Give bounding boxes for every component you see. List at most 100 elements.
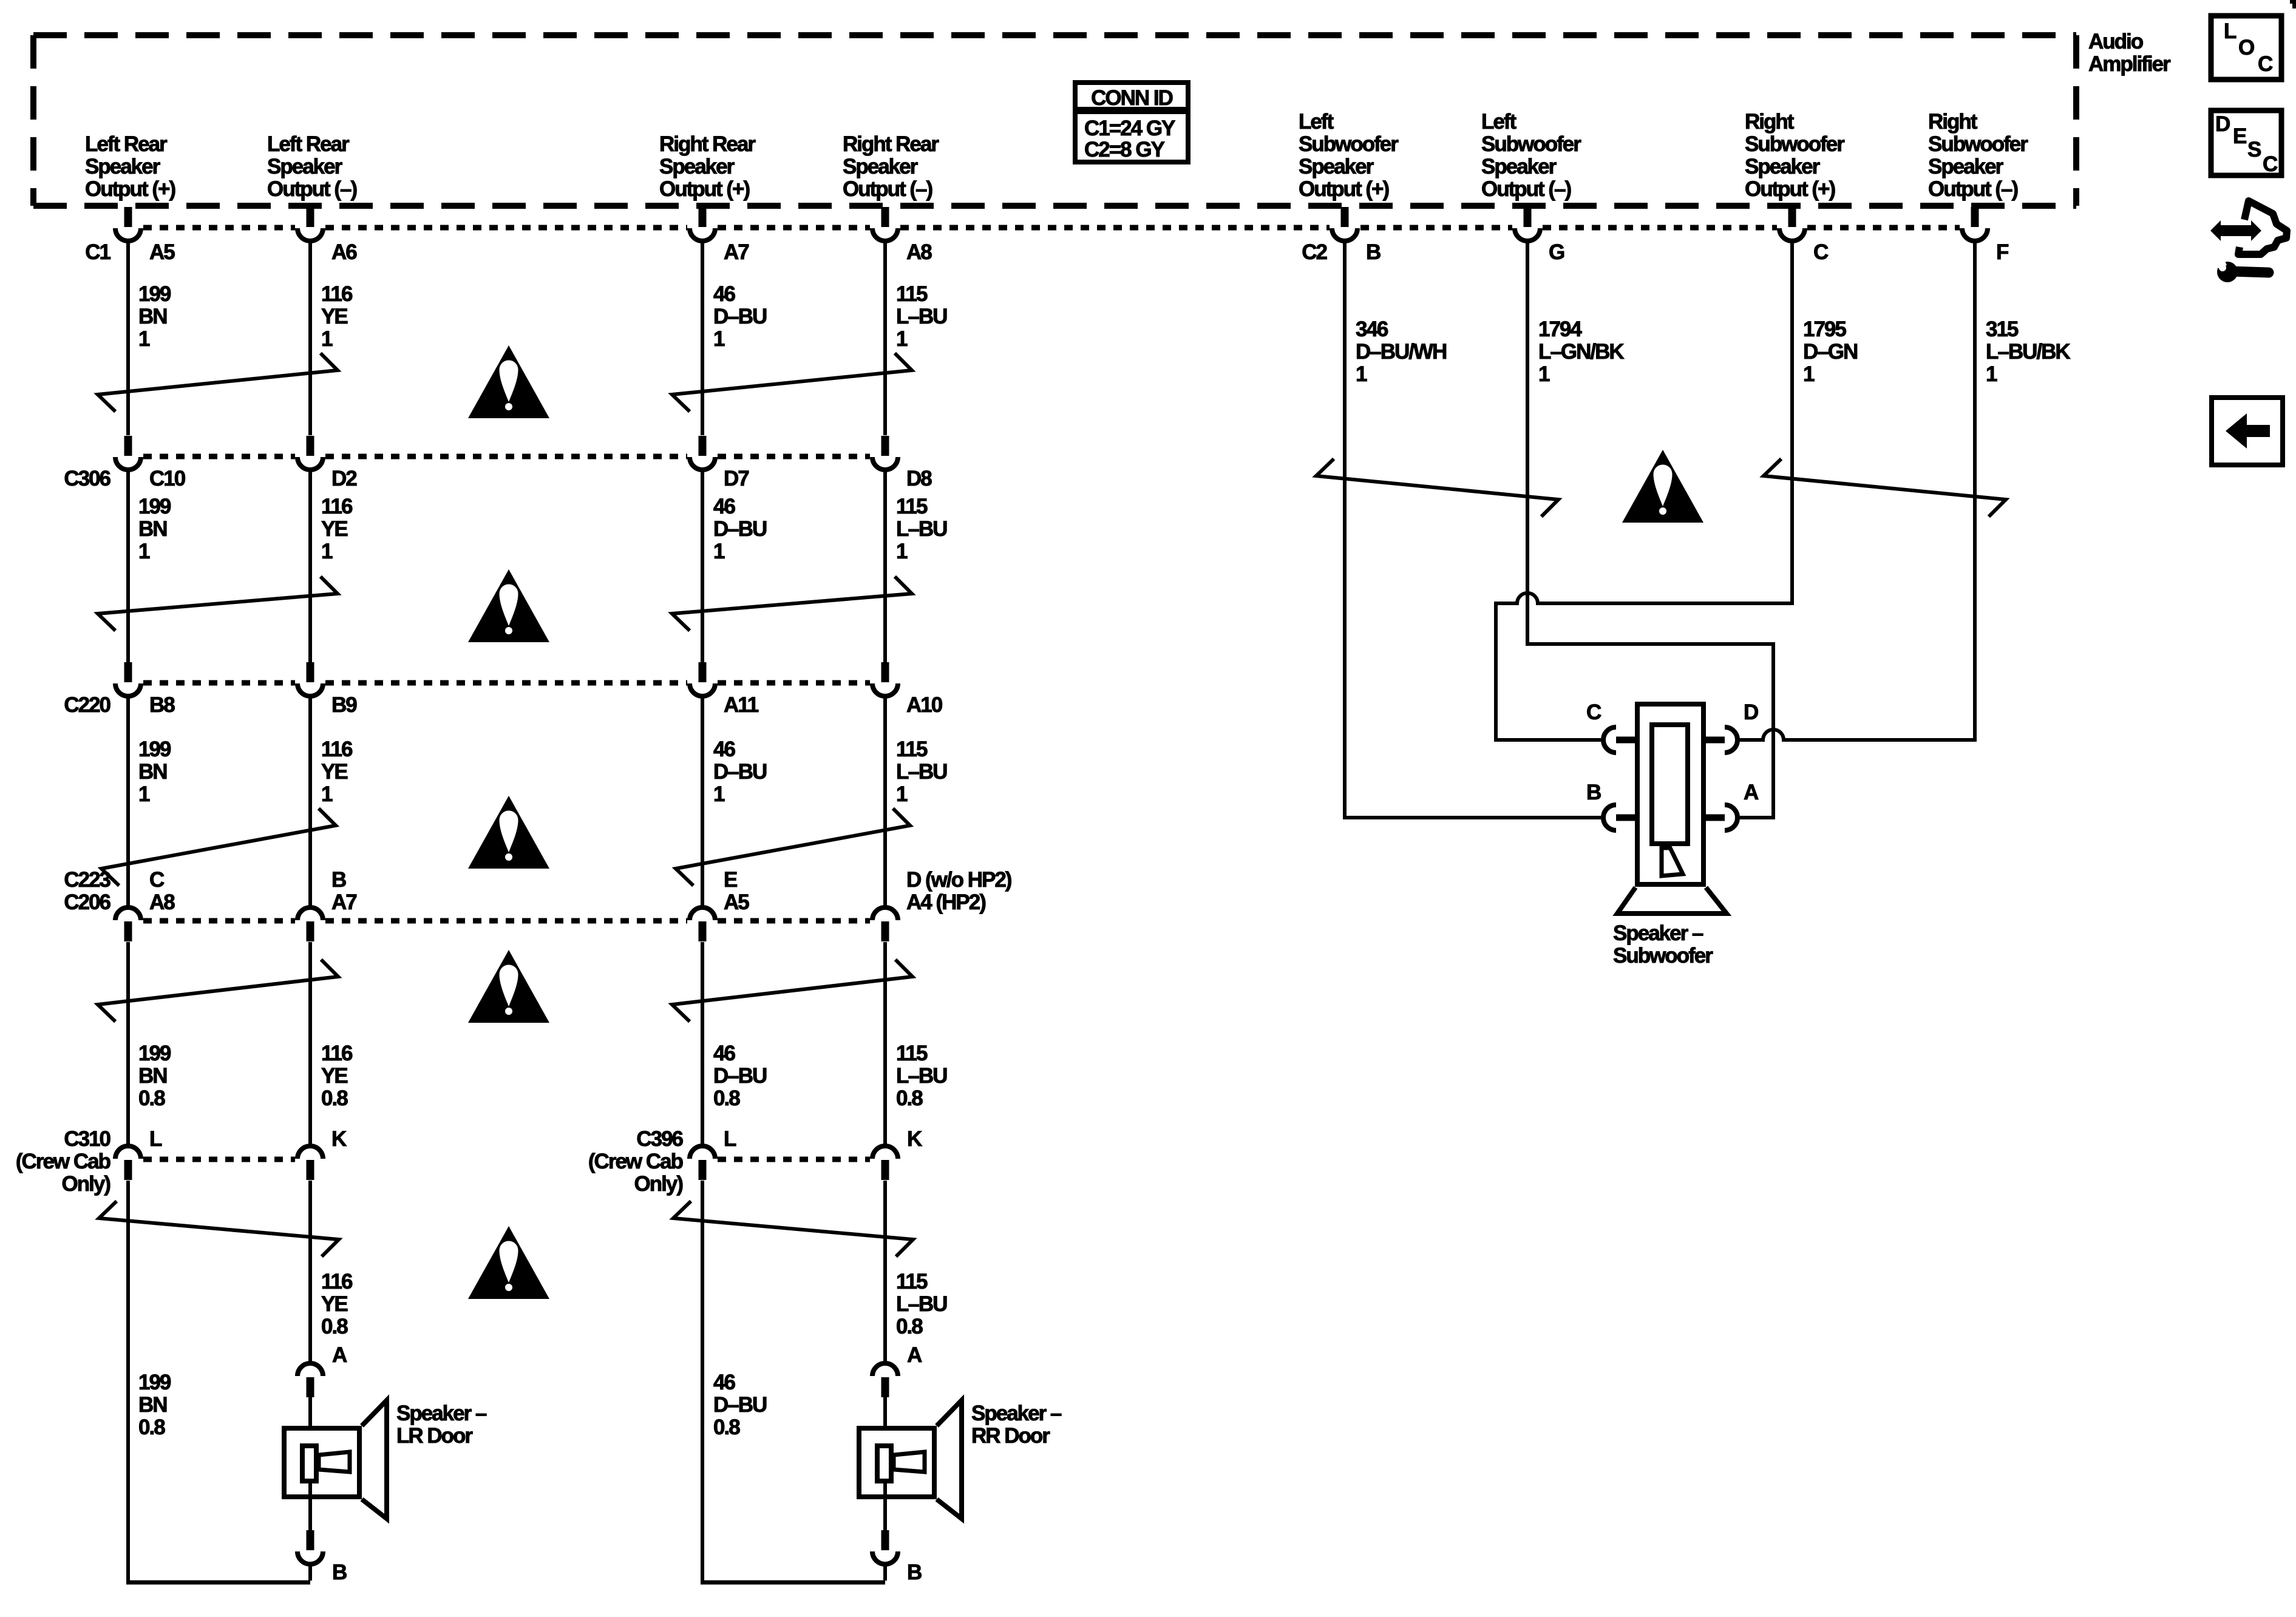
svg-text:Output (–): Output (–): [1928, 177, 2018, 201]
svg-text:Left: Left: [1299, 110, 1334, 134]
svg-text:1: 1: [1356, 362, 1367, 386]
svg-text:1: 1: [1986, 362, 1997, 386]
svg-text:YE: YE: [321, 517, 347, 541]
svg-text:A7: A7: [724, 240, 749, 264]
svg-text:1: 1: [321, 327, 333, 351]
svg-text:D–BU/WH: D–BU/WH: [1356, 340, 1446, 364]
svg-text:199: 199: [138, 737, 171, 761]
svg-text:115: 115: [896, 282, 928, 306]
svg-text:Output (–): Output (–): [843, 177, 932, 201]
svg-text:115: 115: [896, 737, 928, 761]
svg-text:Left Rear: Left Rear: [267, 132, 350, 156]
svg-text:A7: A7: [331, 890, 356, 914]
svg-text:Right Rear: Right Rear: [659, 132, 756, 156]
svg-text:C2=8 GY: C2=8 GY: [1084, 138, 1165, 161]
svg-text:C10: C10: [149, 467, 186, 490]
svg-text:C1=24 GY: C1=24 GY: [1084, 117, 1175, 140]
svg-text:K: K: [907, 1127, 922, 1151]
svg-text:46: 46: [713, 282, 735, 306]
svg-text:1: 1: [896, 782, 908, 806]
svg-text:115: 115: [896, 1270, 928, 1293]
svg-text:346: 346: [1356, 317, 1388, 341]
svg-text:Subwoofer: Subwoofer: [1745, 132, 1845, 156]
svg-text:Speaker –: Speaker –: [396, 1402, 487, 1425]
svg-text:RR Door: RR Door: [971, 1424, 1050, 1448]
svg-text:Output (–): Output (–): [1481, 177, 1571, 201]
svg-text:B: B: [332, 1561, 347, 1584]
svg-text:B8: B8: [149, 693, 175, 717]
svg-text:D–BU: D–BU: [713, 305, 767, 328]
svg-text:A8: A8: [906, 240, 932, 264]
svg-text:BN: BN: [138, 1064, 167, 1088]
svg-text:Right: Right: [1745, 110, 1795, 134]
svg-text:C396: C396: [636, 1127, 683, 1151]
svg-text:D–BU: D–BU: [713, 517, 767, 541]
svg-text:L–BU: L–BU: [896, 1064, 947, 1088]
svg-text:46: 46: [713, 1371, 735, 1394]
svg-text:Right Rear: Right Rear: [843, 132, 939, 156]
svg-text:C1: C1: [85, 240, 110, 264]
svg-text:A10: A10: [906, 693, 943, 717]
svg-text:199: 199: [138, 282, 171, 306]
svg-text:0.8: 0.8: [713, 1415, 740, 1439]
svg-text:D–BU: D–BU: [713, 760, 767, 784]
svg-text:C: C: [2258, 52, 2273, 76]
svg-text:C220: C220: [64, 693, 110, 717]
svg-text:BN: BN: [138, 517, 167, 541]
svg-text:D: D: [1744, 700, 1758, 724]
svg-text:D–BU: D–BU: [713, 1393, 767, 1417]
svg-text:116: 116: [321, 495, 353, 518]
svg-text:C2: C2: [1302, 240, 1327, 264]
svg-text:0.8: 0.8: [713, 1086, 740, 1110]
svg-text:L–BU: L–BU: [896, 760, 947, 784]
svg-text:D (w/o HP2): D (w/o HP2): [906, 868, 1011, 892]
svg-text:1794: 1794: [1538, 317, 1582, 341]
svg-text:C310: C310: [64, 1127, 110, 1151]
svg-text:1: 1: [1803, 362, 1815, 386]
svg-text:B: B: [1586, 781, 1601, 804]
svg-text:199: 199: [138, 1042, 171, 1065]
svg-text:Speaker: Speaker: [1745, 155, 1821, 178]
svg-text:Left: Left: [1481, 110, 1517, 134]
svg-text:Output (+): Output (+): [85, 177, 175, 201]
svg-text:C306: C306: [64, 467, 110, 490]
svg-text:116: 116: [321, 282, 353, 306]
svg-text:1: 1: [713, 782, 725, 806]
svg-text:D7: D7: [724, 467, 749, 490]
svg-text:Left Rear: Left Rear: [85, 132, 168, 156]
svg-text:Output (+): Output (+): [659, 177, 749, 201]
svg-text:1795: 1795: [1803, 317, 1846, 341]
svg-text:Speaker: Speaker: [1299, 155, 1374, 178]
svg-text:1: 1: [138, 782, 150, 806]
svg-text:E: E: [724, 868, 737, 892]
svg-text:0.8: 0.8: [321, 1086, 348, 1110]
svg-text:S: S: [2247, 138, 2261, 161]
svg-text:A5: A5: [149, 240, 175, 264]
svg-text:L–BU: L–BU: [896, 305, 947, 328]
svg-text:Subwoofer: Subwoofer: [1481, 132, 1581, 156]
svg-text:Speaker: Speaker: [85, 155, 161, 178]
svg-text:0.8: 0.8: [896, 1086, 923, 1110]
svg-text:YE: YE: [321, 1064, 347, 1088]
svg-text:Speaker: Speaker: [1481, 155, 1557, 178]
svg-text:Output (+): Output (+): [1745, 177, 1835, 201]
svg-text:Right: Right: [1928, 110, 1978, 134]
svg-text:L: L: [2224, 19, 2237, 43]
svg-text:1: 1: [1538, 362, 1550, 386]
svg-text:0.8: 0.8: [896, 1315, 923, 1338]
svg-text:Subwoofer: Subwoofer: [1299, 132, 1399, 156]
svg-text:46: 46: [713, 495, 735, 518]
svg-text:D8: D8: [906, 467, 932, 490]
svg-text:A: A: [1744, 781, 1759, 804]
svg-text:Speaker –: Speaker –: [971, 1402, 1062, 1425]
svg-text:A: A: [907, 1343, 922, 1367]
svg-text:LR Door: LR Door: [396, 1424, 473, 1448]
svg-text:Speaker: Speaker: [843, 155, 919, 178]
svg-text:Subwoofer: Subwoofer: [1928, 132, 2028, 156]
svg-text:1: 1: [896, 540, 908, 563]
svg-text:Amplifier: Amplifier: [2088, 52, 2171, 76]
svg-text:1: 1: [138, 540, 150, 563]
svg-text:Speaker: Speaker: [1928, 155, 2004, 178]
svg-text:116: 116: [321, 737, 353, 761]
svg-text:C: C: [149, 868, 165, 892]
